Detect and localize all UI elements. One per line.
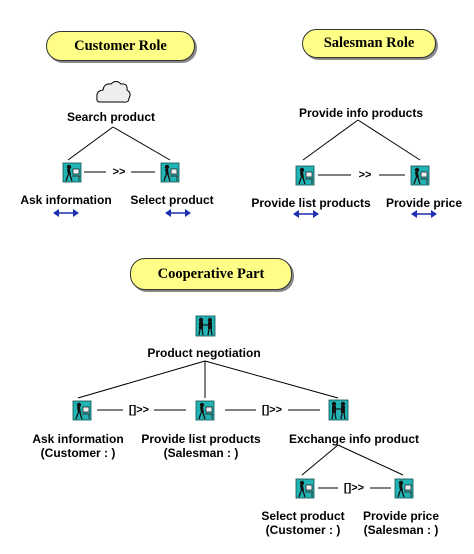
subtask-label: Select product (Customer : ) [261,509,344,537]
task-name: Select product [261,509,345,523]
cooperative-part-title: Cooperative Part [130,258,292,290]
user-task-icon [72,400,92,421]
cooperative-task-icon [328,399,349,421]
user-task-icon [295,165,315,186]
cooperative-operator: []>> [126,404,152,416]
subtask-operator: []>> [341,482,367,494]
subtask-label: Provide price (Salesman : ) [363,509,439,537]
cooperative-task-label: Exchange info product [289,432,419,446]
salesman-task-label: Provide list products [251,196,371,210]
salesman-task-label: Provide price [385,196,463,210]
user-task-icon [62,162,82,183]
user-task-icon [195,400,215,421]
customer-role-title: Customer Role [46,31,195,61]
double-arrow-icon [410,209,438,219]
user-task-icon [394,478,414,499]
user-task-icon [160,162,180,183]
task-name: Ask information [32,432,124,446]
cooperative-root-task-label: Product negotiation [147,346,261,360]
task-name: Exchange info product [288,432,420,446]
task-name: Provide price [362,509,440,523]
customer-root-task-label: Search product [66,110,156,124]
cooperative-task-icon [195,315,216,337]
task-role: (Salesman : ) [363,523,439,537]
salesman-operator: >> [356,169,374,181]
double-arrow-icon [164,208,192,218]
cooperative-operator: []>> [259,404,285,416]
customer-task-label: Ask information [20,193,112,207]
task-role: (Customer : ) [40,446,116,460]
task-role: (Customer : ) [265,523,341,537]
double-arrow-icon [292,209,320,219]
task-role: (Salesman : ) [163,446,239,460]
user-task-icon [410,165,430,186]
customer-operator: >> [110,166,128,178]
user-task-icon [295,478,315,499]
task-name: Provide list products [141,432,261,446]
cooperative-task-label: Ask information (Customer : ) [32,432,123,460]
cloud-icon [96,81,131,103]
double-arrow-icon [52,208,80,218]
salesman-root-task-label: Provide info products [298,106,424,120]
cooperative-task-label: Provide list products (Salesman : ) [141,432,260,460]
salesman-role-title: Salesman Role [302,29,436,58]
customer-task-label: Select product [130,193,214,207]
